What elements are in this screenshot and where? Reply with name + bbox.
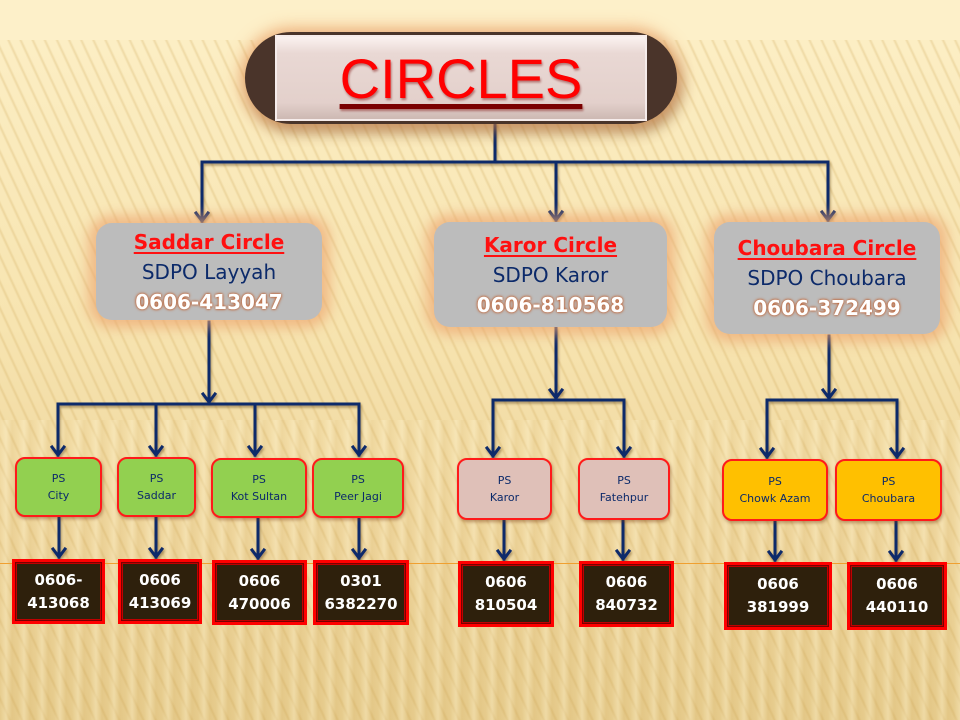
phone-line-1: 0606 — [757, 575, 799, 593]
phone-line-1: 0606 — [485, 573, 527, 591]
phone-number: 0606 810504 — [461, 564, 551, 624]
arrowhead-icon — [246, 444, 264, 458]
phone-line-1: 0606 — [139, 570, 181, 589]
arrowhead-icon — [820, 387, 838, 401]
ps-prefix: PS — [149, 472, 164, 485]
phone-line-1: 0606 — [605, 573, 648, 591]
arrowhead-icon — [484, 445, 502, 459]
arrowhead-icon — [888, 446, 906, 460]
circle-sdpo: SDPO Layyah — [141, 259, 277, 284]
phone-number: 0606 381999 — [727, 565, 829, 627]
phone-line-1: 0606 — [238, 571, 281, 590]
arrowhead-icon — [350, 444, 368, 458]
ps-name: City — [47, 489, 70, 502]
ps-prefix: PS — [252, 473, 266, 486]
page-title: CIRCLES — [339, 46, 583, 110]
phone-number: 0301 6382270 — [316, 563, 406, 622]
arrowhead-icon — [249, 547, 267, 561]
phone-number: 0606 440110 — [850, 565, 944, 627]
phone-box-city: 0606- 413068 — [12, 559, 105, 624]
arrowhead-icon — [147, 546, 165, 560]
arrowhead-icon — [766, 549, 784, 563]
ps-name: Karor — [489, 491, 520, 504]
arrowhead-icon — [887, 549, 905, 563]
arrowhead-icon — [495, 548, 513, 562]
arrowhead-icon — [193, 210, 211, 224]
phone-box-kot-sultan: 0606 470006 — [212, 560, 307, 625]
phone-line-2: 470006 — [228, 594, 291, 613]
circle-name: Choubara Circle — [737, 236, 917, 260]
phone-box-saddar: 0606 413069 — [118, 559, 202, 624]
circle-box-saddar: Saddar Circle SDPO Layyah 0606-413047 — [96, 223, 322, 320]
circle-phone: 0606-810568 — [476, 292, 625, 317]
ps-prefix: PS — [51, 472, 66, 485]
phone-number: 0606 840732 — [582, 564, 671, 624]
ps-box-city: PS City — [15, 457, 102, 517]
circle-box-choubara: Choubara Circle SDPO Choubara 0606-37249… — [714, 222, 940, 334]
phone-line-2: 440110 — [865, 598, 929, 616]
ps-prefix: PS — [768, 475, 782, 488]
ps-name: Choubara — [861, 492, 916, 505]
phone-line-2: 413068 — [27, 593, 90, 612]
phone-line-2: 840732 — [595, 596, 658, 614]
arrowhead-icon — [758, 446, 776, 460]
phone-number: 0606 413069 — [121, 562, 199, 621]
ps-box-peer-jagi: PS Peer Jagi — [312, 458, 404, 518]
phone-line-2: 6382270 — [324, 594, 398, 613]
ps-box-chowk-azam: PS Chowk Azam — [722, 459, 828, 521]
arrowhead-icon — [615, 445, 633, 459]
ps-name: Kot Sultan — [230, 490, 288, 503]
arrowhead-icon — [49, 444, 67, 458]
phone-line-1: 0606 — [876, 575, 918, 593]
phone-box-fatehpur: 0606 840732 — [579, 561, 674, 627]
phone-line-1: 0606- — [34, 570, 83, 589]
circle-name: Karor Circle — [483, 232, 618, 257]
phone-number: 0606 470006 — [215, 563, 304, 622]
ps-prefix: PS — [881, 475, 896, 488]
ps-name: Fatehpur — [599, 491, 649, 504]
phone-line-2: 810504 — [474, 596, 538, 614]
phone-line-2: 413069 — [128, 593, 192, 612]
ps-box-choubara: PS Choubara — [835, 459, 942, 521]
ps-prefix: PS — [617, 474, 631, 487]
ps-box-saddar: PS Saddar — [117, 457, 196, 517]
phone-box-karor: 0606 810504 — [458, 561, 554, 627]
circle-phone: 0606-413047 — [135, 289, 283, 314]
circle-name: Saddar Circle — [133, 229, 285, 254]
arrowhead-icon — [614, 548, 632, 562]
ps-name: Saddar — [137, 489, 176, 502]
arrowhead-icon — [547, 387, 565, 401]
arrowhead-icon — [147, 444, 165, 458]
phone-line-1: 0301 — [340, 571, 382, 590]
circle-sdpo: SDPO Choubara — [747, 266, 907, 290]
ps-prefix: PS — [497, 474, 512, 487]
circle-phone: 0606-372499 — [753, 296, 901, 320]
circle-box-karor: Karor Circle SDPO Karor 0606-810568 — [434, 222, 667, 327]
arrowhead-icon — [350, 547, 368, 561]
arrowhead-icon — [547, 209, 565, 223]
ps-name: Chowk Azam — [739, 492, 811, 505]
title-banner: CIRCLES — [245, 32, 677, 124]
arrowhead-icon — [50, 546, 68, 560]
phone-box-choubara: 0606 440110 — [847, 562, 947, 630]
phone-box-peer-jagi: 0301 6382270 — [313, 560, 409, 625]
arrowhead-icon — [819, 209, 837, 223]
arrowhead-icon — [200, 391, 218, 405]
title-plate: CIRCLES — [275, 35, 647, 121]
ps-box-fatehpur: PS Fatehpur — [578, 458, 670, 520]
ps-box-kot-sultan: PS Kot Sultan — [211, 458, 307, 518]
phone-box-chowk-azam: 0606 381999 — [724, 562, 832, 630]
phone-number: 0606- 413068 — [15, 562, 102, 621]
ps-name: Peer Jagi — [334, 490, 382, 503]
phone-line-2: 381999 — [746, 598, 810, 616]
ps-box-karor: PS Karor — [457, 458, 552, 520]
ps-prefix: PS — [351, 473, 365, 486]
circle-sdpo: SDPO Karor — [492, 262, 609, 287]
